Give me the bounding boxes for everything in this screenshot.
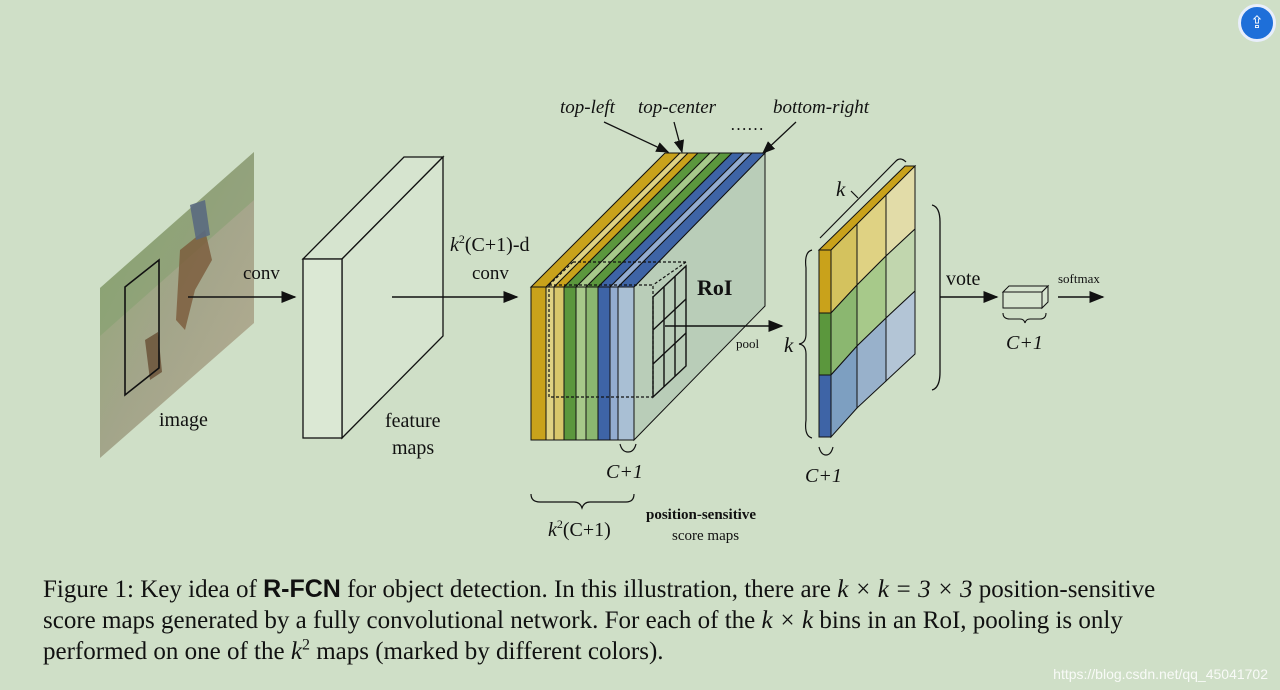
conv-label: conv [243,263,280,284]
k-top-tick [850,190,859,199]
k2-bracket [530,493,635,510]
roi-label: RoI [697,275,732,300]
k2-bottom-label: k2(C+1) [548,517,611,541]
caption-text-4: maps (marked by different colors). [309,638,664,665]
caption-math-2: k × k [761,607,814,634]
caption-text-1: for object detection. In this illustrati… [340,576,838,603]
bottom-right-arrow [762,121,797,154]
pool-label: pool [736,336,760,351]
figure-caption: Figure 1: Key idea of R-FCN for object d… [43,574,1193,667]
feature-label-2: maps [392,437,434,459]
position-sensitive-label: position-sensitive [646,507,756,523]
score-map-stack [529,151,767,442]
k-side-brace [798,249,813,439]
image-label: image [159,409,208,431]
caption-math-1: k × k = 3 × 3 [837,576,973,603]
top-center-arrow [673,121,685,154]
top-left-label: top-left [560,97,616,118]
ellipsis-label: …… [730,115,764,134]
caption-pre: Figure 1: Key idea of [43,576,264,603]
score-maps-label: score maps [672,528,739,544]
c1-out-label: C+1 [1006,332,1043,354]
input-image [100,152,254,458]
c1-pool-label: C+1 [805,465,842,487]
caption-bold: R-FCN [263,575,341,603]
conv-label-2: conv [472,263,509,284]
caption-math-3: k [290,638,302,665]
image-roi-box [124,258,160,397]
rfcn-diagram: image conv feature maps k2(C+1)-d conv [100,97,1105,544]
k-top-label: k [836,177,846,201]
c1-pool-brace [818,446,834,456]
chat-share-icon[interactable]: ⇪ [1238,4,1276,42]
pooled-block [817,164,917,439]
vote-brace [931,204,941,391]
bottom-right-label: bottom-right [773,97,870,118]
top-left-arrow [603,121,670,153]
k-side-label: k [784,333,794,357]
caption-text-3: bins in an RoI, pooling is only performe… [43,607,1123,665]
softmax-label: softmax [1058,271,1100,286]
caption-text-2: position-sensitive score maps generated … [43,576,1156,634]
vote-label: vote [946,268,981,290]
k2-conv-label: k2(C+1)-d [450,232,530,256]
caption-math-3-sup: 2 [301,636,310,654]
feature-label-1: feature [385,410,441,432]
output-vector-box [1001,284,1050,310]
c1-out-brace [1002,312,1047,324]
top-center-label: top-center [638,97,717,118]
c1-stack-brace [619,443,637,453]
k-top-brace [819,158,907,239]
c1-stack-label: C+1 [606,461,643,483]
watermark: https://blog.csdn.net/qq_45041702 [1053,666,1268,682]
